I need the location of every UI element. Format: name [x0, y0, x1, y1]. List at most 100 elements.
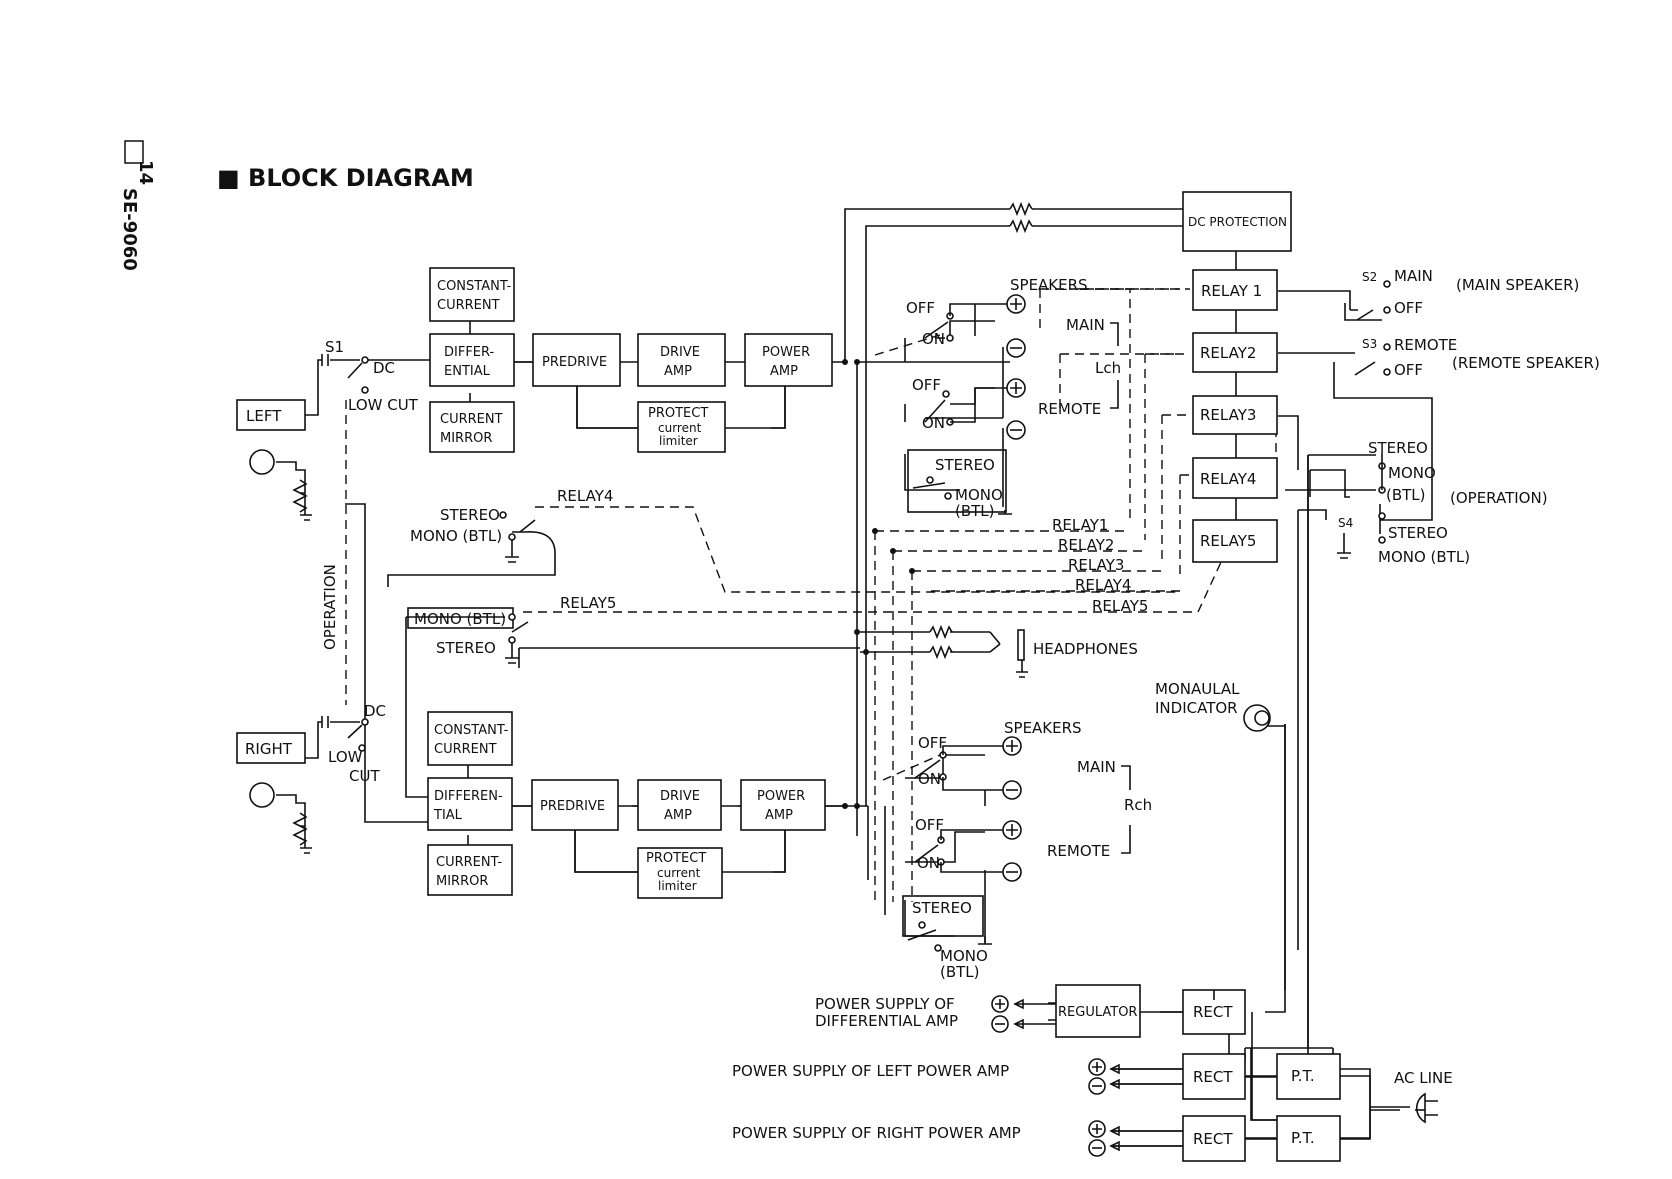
svg-text:RELAY5: RELAY5	[1092, 597, 1148, 615]
svg-text:DIFFER-: DIFFER-	[444, 345, 495, 360]
relay2-block	[1192, 332, 1278, 373]
left-input: LEFT S1 DC LOW CUT OPERATION	[236, 338, 419, 650]
left-label-box	[236, 399, 306, 431]
svg-text:DC PROTECTION: DC PROTECTION	[1188, 215, 1287, 229]
svg-text:PROTECT: PROTECT	[648, 406, 708, 421]
right-power-amp-block	[740, 779, 826, 831]
relay5-block	[1192, 519, 1278, 563]
pt-block-2	[1276, 1115, 1341, 1162]
left-main-label: MAIN	[1066, 316, 1105, 334]
svg-text:RELAY4: RELAY4	[1075, 576, 1131, 594]
svg-text:CONSTANT-: CONSTANT-	[434, 723, 509, 738]
svg-text:P.T.: P.T.	[1291, 1129, 1315, 1147]
left-channel: CONSTANT- CURRENT DIFFER- ENTIAL CURRENT…	[429, 267, 845, 453]
svg-text:STEREO: STEREO	[1368, 439, 1428, 457]
svg-text:REGULATOR: REGULATOR	[1058, 1005, 1137, 1020]
headphones-label: HEADPHONES	[1033, 640, 1138, 658]
mode-switches: STEREO MONO (BTL) RELAY4 MONO (BTL) STER…	[407, 487, 616, 664]
svg-text:limiter: limiter	[658, 879, 697, 893]
right-channel: CONSTANT- CURRENT DIFFEREN- TIAL CURRENT…	[427, 711, 845, 899]
right-dc-label: DC	[364, 702, 386, 720]
junctions	[842, 359, 915, 809]
headphones-jack-icon	[1017, 629, 1025, 661]
headphone-resistor-1	[929, 624, 953, 640]
relay5-mono-label: MONO (BTL)	[414, 610, 506, 628]
left-differential-block	[429, 333, 515, 387]
svg-text:REMOTE: REMOTE	[1394, 336, 1457, 354]
svg-text:AMP: AMP	[664, 808, 692, 823]
rect-block-3	[1182, 1115, 1246, 1162]
svg-text:MAIN: MAIN	[1394, 267, 1433, 285]
svg-text:RELAY3: RELAY3	[1068, 556, 1124, 574]
left-remote-on-label: ON	[922, 414, 945, 432]
left-protect-block	[637, 401, 726, 453]
relay4-block	[1192, 457, 1278, 499]
ac-line-label: AC LINE	[1394, 1069, 1453, 1087]
right-low-label: LOW	[328, 748, 363, 766]
dc-protection-block	[1182, 191, 1292, 252]
svg-text:DRIVE: DRIVE	[660, 789, 700, 804]
left-mono-label: MONO	[955, 486, 1003, 504]
svg-text:AMP: AMP	[765, 808, 793, 823]
svg-text:S4: S4	[1338, 516, 1353, 530]
left-input-jack-icon	[249, 449, 275, 475]
operation-label: (OPERATION)	[1450, 489, 1548, 507]
speaker-selector-switches: S2 MAIN OFF (MAIN SPEAKER) S3 REMOTE OFF…	[1338, 267, 1600, 566]
svg-text:PROTECT: PROTECT	[646, 851, 706, 866]
left-stereo-mono-box	[907, 449, 1007, 513]
left-speaker-section: SPEAKERS OFF ON OFF ON MAIN Lch REMOTE S…	[906, 276, 1121, 520]
left-input-capacitor-icon	[321, 354, 329, 366]
operation-vertical-label: OPERATION	[321, 564, 339, 650]
left-stereo-label: STEREO	[935, 456, 995, 474]
svg-text:RELAY3: RELAY3	[1200, 406, 1256, 424]
svg-text:OFF: OFF	[1394, 299, 1423, 317]
left-remote-off-label: OFF	[912, 376, 941, 394]
right-input-jack-icon	[249, 782, 275, 808]
relay-bus-labels: RELAY1 RELAY2 RELAY3 RELAY4 RELAY5	[1052, 516, 1148, 615]
relay5-stereo-label: STEREO	[436, 639, 496, 657]
svg-text:CURRENT: CURRENT	[437, 298, 500, 313]
relay4-stereo-label: STEREO	[440, 506, 500, 524]
s1-label: S1	[325, 338, 344, 356]
svg-text:ENTIAL: ENTIAL	[444, 364, 491, 379]
rect-block-1	[1182, 989, 1246, 1035]
svg-text:POWER SUPPLY OF: POWER SUPPLY OF	[815, 995, 955, 1013]
svg-text:CURRENT: CURRENT	[440, 412, 503, 427]
svg-text:MIRROR: MIRROR	[440, 431, 492, 446]
left-main-off-label: OFF	[906, 299, 935, 317]
left-dc-label: DC	[373, 359, 395, 377]
right-remote-label: REMOTE	[1047, 842, 1110, 860]
rch-label: Rch	[1124, 796, 1152, 814]
relay1-block	[1192, 269, 1278, 311]
right-predrive-block	[531, 779, 619, 831]
svg-text:current: current	[657, 866, 701, 880]
ac-plug-icon	[1416, 1092, 1426, 1124]
left-remote-label: REMOTE	[1038, 400, 1101, 418]
right-main-off-label: OFF	[918, 734, 947, 752]
svg-text:DIFFEREN-: DIFFEREN-	[434, 789, 503, 804]
svg-text:PREDRIVE: PREDRIVE	[540, 799, 605, 814]
svg-text:AMP: AMP	[770, 364, 798, 379]
left-constant-current-block	[429, 267, 515, 322]
svg-text:CONSTANT-: CONSTANT-	[437, 279, 512, 294]
relay3-block	[1192, 395, 1278, 435]
right-speaker-section: SPEAKERS OFF ON OFF ON MAIN Rch REMOTE S…	[902, 719, 1152, 981]
headphone-resistor-2	[929, 644, 953, 660]
right-stereo-label: STEREO	[912, 899, 972, 917]
svg-text:RELAY5: RELAY5	[1200, 532, 1256, 550]
svg-text:STEREO: STEREO	[1388, 524, 1448, 542]
left-power-amp-block	[744, 333, 833, 387]
svg-text:RELAY2: RELAY2	[1058, 536, 1114, 554]
svg-text:RECT: RECT	[1193, 1003, 1233, 1021]
svg-text:TIAL: TIAL	[433, 808, 463, 823]
relay-stack: DC PROTECTION RELAY 1 RELAY2 RELAY3 RELA…	[1182, 191, 1292, 563]
right-btl-label: (BTL)	[940, 963, 980, 981]
right-stereo-mono-box	[902, 895, 984, 937]
left-main-on-label: ON	[922, 330, 945, 348]
right-input: RIGHT DC LOW CUT	[236, 702, 386, 846]
svg-text:RELAY2: RELAY2	[1200, 344, 1256, 362]
svg-text:MONO: MONO	[1388, 464, 1436, 482]
right-protect-block	[637, 847, 723, 899]
headphones-section: HEADPHONES	[929, 624, 1138, 661]
svg-text:OFF: OFF	[1394, 361, 1423, 379]
